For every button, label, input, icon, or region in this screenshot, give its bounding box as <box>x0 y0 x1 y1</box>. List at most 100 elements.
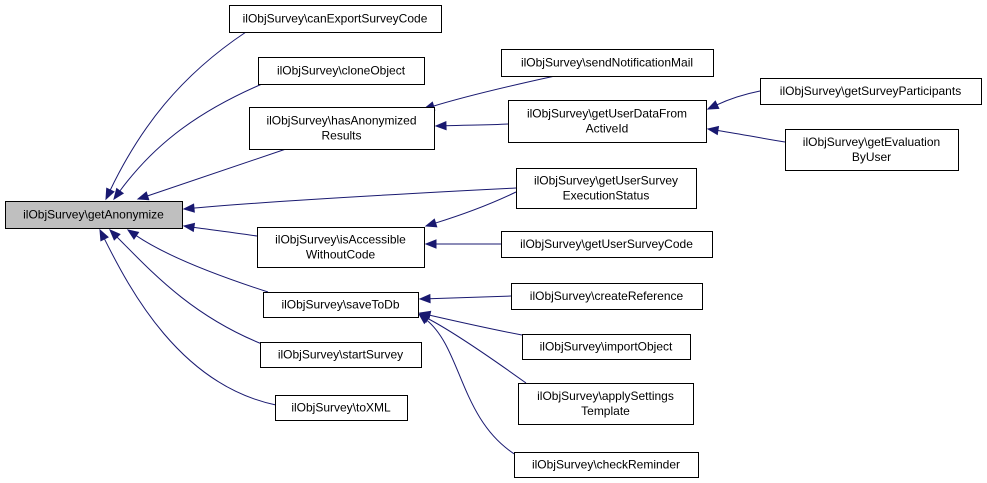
edge-line <box>116 236 263 345</box>
node-label: Results <box>321 129 361 143</box>
edge-line <box>103 237 277 406</box>
edge-line <box>146 148 287 197</box>
edge-line <box>109 31 247 192</box>
node-label: ilObjSurvey\createReference <box>530 289 684 303</box>
edge-createReference-to-saveToDb <box>418 293 512 304</box>
edge-getUserSurveyExecutionStatus-to-isAccessibleWithoutCode <box>424 191 517 228</box>
edge-line <box>118 83 263 193</box>
node-label: ilObjSurvey\getUserSurveyCode <box>520 237 693 251</box>
node-label: ExecutionStatus <box>563 189 650 203</box>
node-importObject[interactable]: ilObjSurvey\importObject <box>522 334 691 360</box>
node-label: ilObjSurvey\getAnonymize <box>23 208 164 222</box>
node-label: ilObjSurvey\getUserSurvey <box>534 174 678 188</box>
node-box <box>785 129 959 171</box>
node-checkReminder[interactable]: ilObjSurvey\checkReminder <box>514 452 699 478</box>
edge-line <box>444 123 509 127</box>
node-box <box>258 57 425 85</box>
node-box <box>514 452 699 478</box>
nodes-layer: ilObjSurvey\getAnonymize ilObjSurvey\canE… <box>5 5 982 478</box>
arrow-head <box>706 100 720 110</box>
node-label: ilObjSurvey\hasAnonymized <box>266 114 416 128</box>
node-label: ilObjSurvey\startSurvey <box>278 348 403 362</box>
node-box <box>260 342 422 368</box>
node-label: WithoutCode <box>306 248 376 262</box>
edge-startSurvey-to-getAnonymize <box>109 229 263 345</box>
node-box <box>275 395 408 421</box>
edge-line <box>425 319 517 456</box>
node-createReference[interactable]: ilObjSurvey\createReference <box>511 283 703 310</box>
node-box <box>511 283 703 310</box>
arrow-head <box>99 228 109 242</box>
node-label: ilObjSurvey\importObject <box>540 340 673 354</box>
node-label: ilObjSurvey\getUserDataFrom <box>527 107 687 121</box>
edge-line <box>715 90 761 106</box>
node-label: ilObjSurvey\getSurveyParticipants <box>780 84 961 98</box>
edge-getSurveyParticipants-to-getUserDataFromActiveId <box>706 90 761 110</box>
arrow-head <box>418 293 431 304</box>
node-box <box>249 107 435 150</box>
edge-saveToDb-to-getAnonymize <box>126 229 269 293</box>
node-label: ilObjSurvey\cloneObject <box>277 64 406 78</box>
node-box <box>522 334 691 360</box>
arrow-head <box>182 222 196 233</box>
node-box <box>518 383 694 425</box>
edge-getEvaluationByUser-to-getUserDataFromActiveId <box>706 125 786 143</box>
node-box <box>508 100 707 143</box>
edge-toXML-to-getAnonymize <box>99 228 277 406</box>
arrow-head <box>126 229 140 240</box>
node-label: ilObjSurvey\applySettings <box>537 389 674 403</box>
edge-line <box>716 129 786 143</box>
node-getSurveyParticipants[interactable]: ilObjSurvey\getSurveyParticipants <box>760 78 982 105</box>
edges-layer <box>99 31 786 456</box>
node-box <box>257 227 425 268</box>
node-cloneObject[interactable]: ilObjSurvey\cloneObject <box>258 57 425 85</box>
node-box <box>5 201 183 229</box>
arrow-head <box>417 313 431 325</box>
edge-line <box>192 187 517 209</box>
node-box <box>760 78 982 105</box>
node-box <box>516 168 697 209</box>
edge-getUserSurveyCode-to-isAccessibleWithoutCode <box>424 239 501 249</box>
edge-line <box>428 314 523 336</box>
arrow-head <box>182 203 195 213</box>
edge-checkReminder-to-saveToDb <box>417 313 517 456</box>
node-label: ActiveId <box>586 122 629 136</box>
edge-line <box>432 75 556 107</box>
edge-isAccessibleWithoutCode-to-getAnonymize <box>182 222 258 237</box>
edge-line <box>434 191 517 224</box>
arrow-head <box>109 229 121 241</box>
node-label: Template <box>581 404 630 418</box>
node-box <box>263 292 419 318</box>
node-label: ilObjSurvey\canExportSurveyCode <box>243 12 428 26</box>
node-label: ilObjSurvey\isAccessible <box>275 233 406 247</box>
node-label: ilObjSurvey\sendNotificationMail <box>521 56 693 70</box>
edge-line <box>426 317 527 384</box>
edge-getUserDataFromActiveId-to-hasAnonymizedResults <box>434 120 509 131</box>
arrow-head <box>113 187 125 201</box>
node-startSurvey[interactable]: ilObjSurvey\startSurvey <box>260 342 422 368</box>
node-label: ByUser <box>852 150 891 164</box>
node-sendNotificationMail[interactable]: ilObjSurvey\sendNotificationMail <box>501 49 714 77</box>
node-box <box>229 5 442 33</box>
node-saveToDb[interactable]: ilObjSurvey\saveToDb <box>263 292 419 318</box>
edge-canExportSurveyCode-to-getAnonymize <box>105 31 247 201</box>
root-node-getAnonymize[interactable]: ilObjSurvey\getAnonymize <box>5 201 183 229</box>
node-canExportSurveyCode[interactable]: ilObjSurvey\canExportSurveyCode <box>229 5 442 33</box>
arrow-head <box>424 239 437 249</box>
edge-line <box>135 234 269 293</box>
edge-line <box>192 226 258 237</box>
node-box <box>501 49 714 77</box>
edge-line <box>428 295 512 300</box>
node-label: ilObjSurvey\saveToDb <box>281 298 399 312</box>
node-label: ilObjSurvey\toXML <box>291 401 391 415</box>
node-toXML[interactable]: ilObjSurvey\toXML <box>275 395 408 421</box>
node-getUserSurveyCode[interactable]: ilObjSurvey\getUserSurveyCode <box>501 231 713 258</box>
arrow-head <box>424 218 438 228</box>
